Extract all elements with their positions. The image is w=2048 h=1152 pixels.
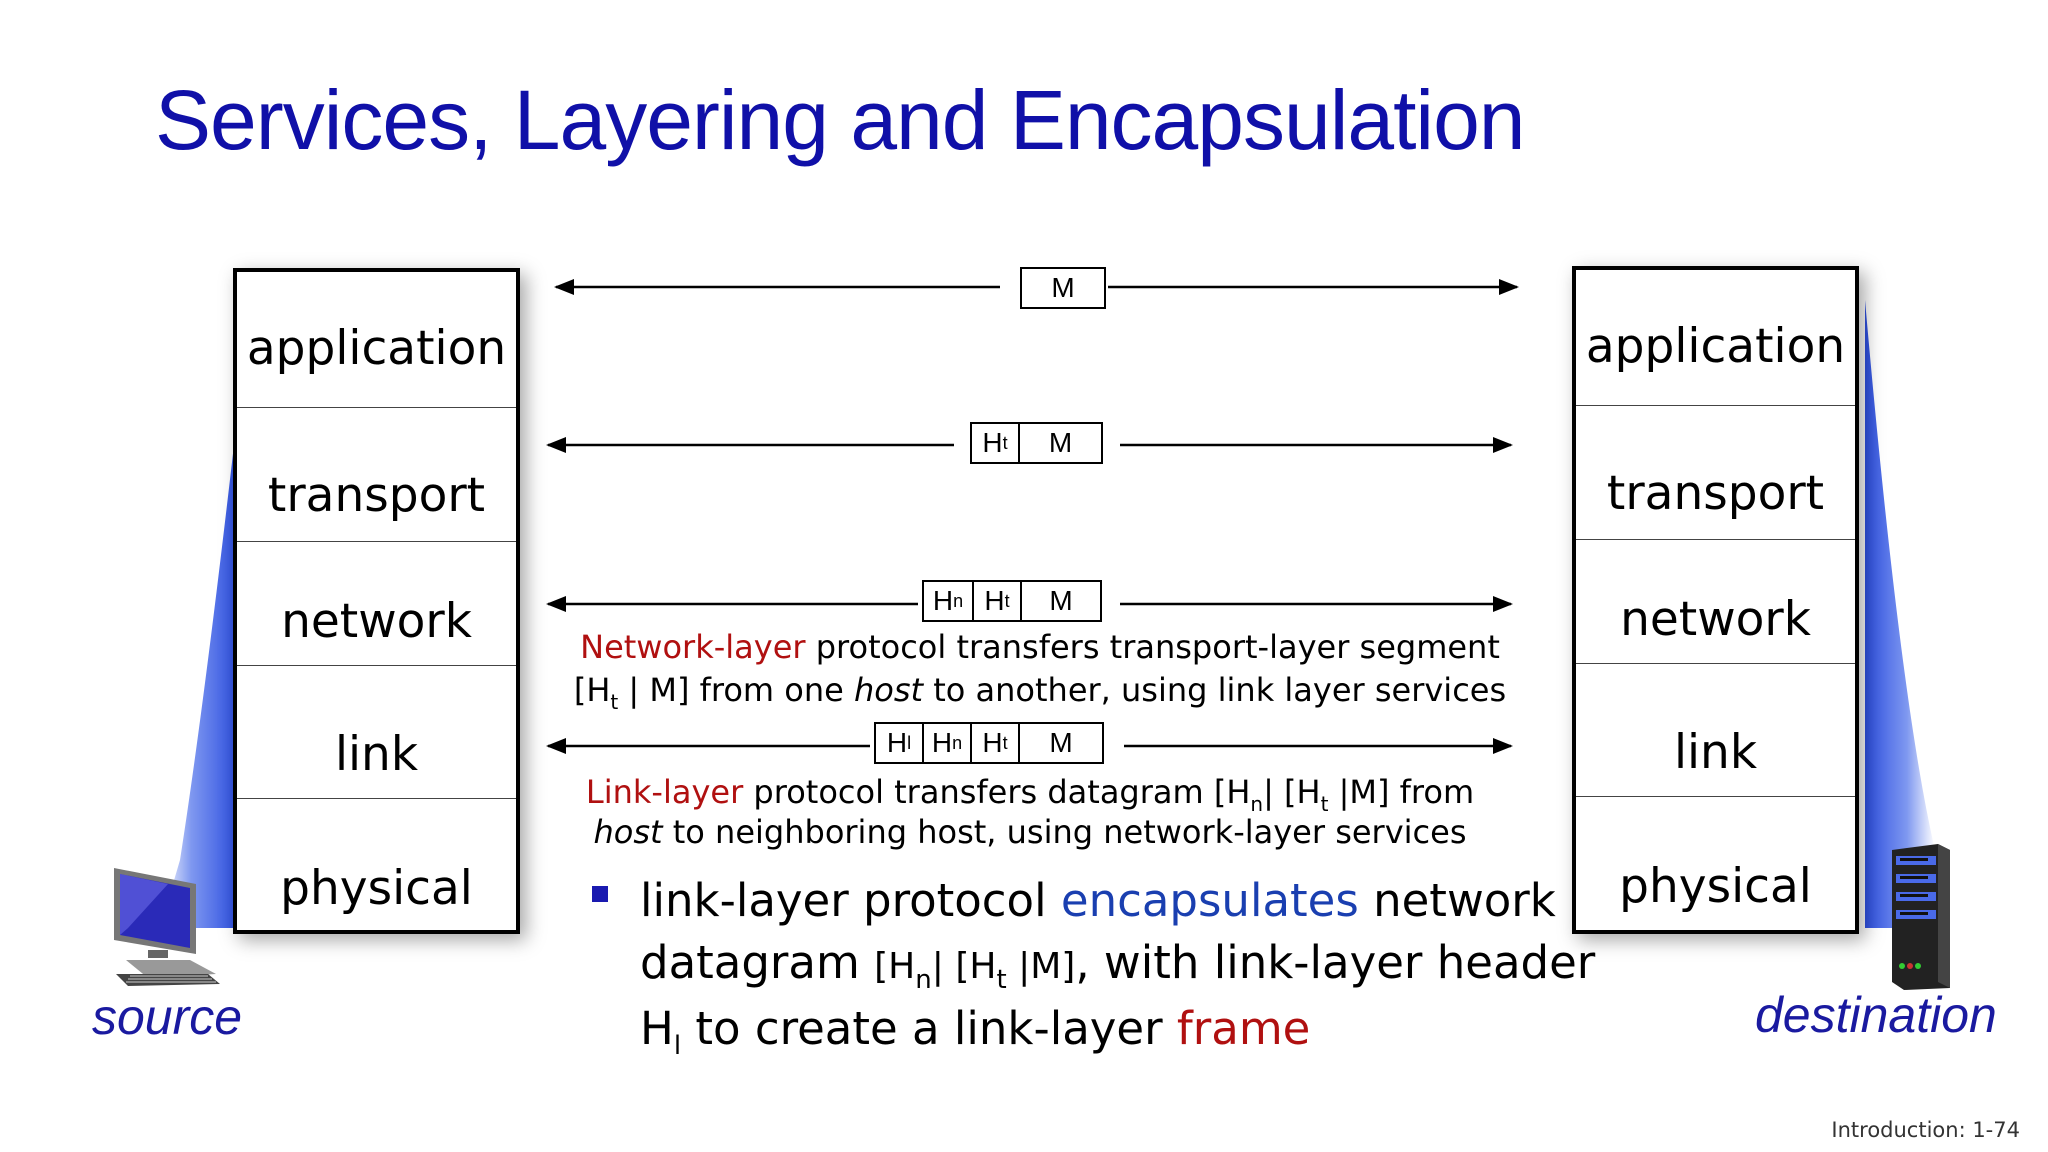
bullet-subscript: l [674, 1031, 681, 1061]
desc-text: | M] from one [618, 671, 854, 709]
header-letter: H [933, 585, 953, 617]
bullet-text: network [1359, 874, 1556, 927]
network-layer-term: Network-layer [580, 628, 805, 666]
desc-text: to neighboring host, using network-layer… [663, 813, 1467, 851]
link-desc-line2: host to neighboring host, using network-… [560, 812, 1500, 852]
bullet-text: | [H [932, 946, 997, 987]
bullet-text: [H [874, 946, 915, 987]
header-letter: H [984, 585, 1004, 617]
encapsulates-term: encapsulates [1061, 874, 1359, 927]
header-letter: H [982, 727, 1002, 759]
bullet-text: |M] [1007, 946, 1076, 987]
bullet-text: , with link-layer header [1075, 936, 1595, 989]
bullet-text: H [640, 1002, 674, 1055]
network-desc-line1: Network-layer protocol transfers transpo… [570, 626, 1510, 669]
desc-text: protocol transfers datagram [H [743, 773, 1250, 811]
bullet-line3: Hl to create a link-layer frame [640, 998, 1595, 1060]
message-cell: M [1020, 724, 1102, 762]
application-message: M [1020, 267, 1106, 309]
bullet-line1: link-layer protocol encapsulates network [640, 870, 1595, 932]
desc-text: [H [574, 671, 611, 709]
bullet-text: datagram [640, 936, 874, 989]
desc-host: host [854, 671, 923, 709]
bullet-line2: datagram [Hn| [Ht |M], with link-layer h… [640, 932, 1595, 998]
message-cell: M [1022, 269, 1104, 307]
desc-text: |M] from [1328, 773, 1474, 811]
desc-text: | [H [1263, 773, 1321, 811]
desc-host: host [594, 813, 663, 851]
network-layer-description: Network-layer protocol transfers transpo… [570, 626, 1510, 712]
frame-term: frame [1177, 1002, 1310, 1055]
encapsulation-bullet: link-layer protocol encapsulates network… [640, 870, 1595, 1060]
header-letter: H [887, 727, 907, 759]
slide-footer: Introduction: 1-74 [1831, 1118, 2020, 1142]
bullet-text: link-layer protocol [640, 874, 1061, 927]
bullet-subscript: t [996, 965, 1006, 995]
link-desc-line1: Link-layer protocol transfers datagram [… [560, 772, 1500, 812]
header-letter: H [982, 427, 1002, 459]
bullet-text: to create a link-layer [681, 1002, 1177, 1055]
bullet-square-icon [592, 886, 608, 902]
desc-text: protocol transfers transport-layer segme… [806, 628, 1500, 666]
link-layer-term: Link-layer [586, 773, 743, 811]
message-cell: M [1022, 582, 1100, 620]
message-cell: M [1020, 424, 1101, 462]
desc-text: to another, using link layer services [923, 671, 1506, 709]
link-layer-description: Link-layer protocol transfers datagram [… [560, 772, 1500, 852]
network-desc-line2: [Ht | M] from one host to another, using… [570, 669, 1510, 712]
bullet-subscript: n [915, 965, 931, 995]
header-letter: H [932, 727, 952, 759]
